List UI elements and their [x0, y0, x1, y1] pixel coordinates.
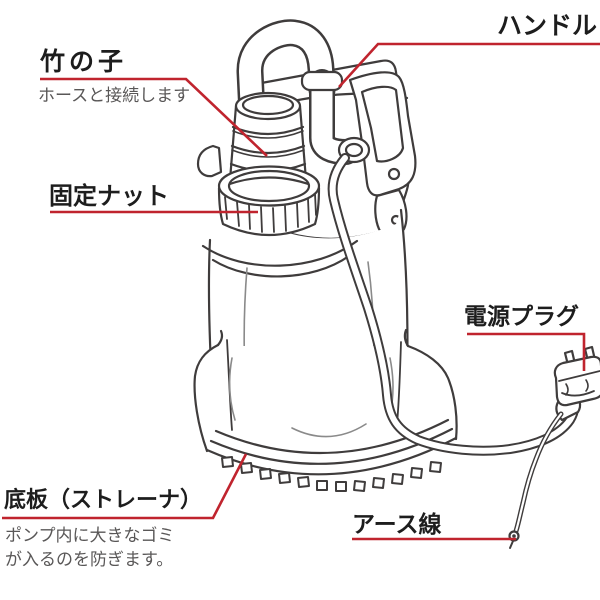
power-plug: [553, 345, 600, 422]
label-handle: ハンドル: [497, 12, 598, 40]
label-hose-fitting: 竹の子: [40, 48, 128, 76]
label-hose-fitting-note: ホースと接続します: [38, 86, 191, 105]
label-fixing-nut: 固定ナット: [49, 183, 169, 210]
nut-knurls: [224, 193, 317, 233]
leader-handle: [338, 42, 600, 88]
handle-bracket: [348, 71, 417, 238]
fixing-nut: [217, 165, 321, 237]
label-earth-wire: アース線: [352, 511, 442, 537]
hose-loop: [236, 19, 336, 148]
strainer-base: [193, 328, 458, 492]
power-cable: [327, 153, 580, 456]
label-power-plug: 電源プラグ: [464, 303, 579, 329]
strainer-teeth: [221, 456, 442, 492]
leader-bottom-plate: [2, 453, 248, 520]
label-bottom-plate-note1: ポンプ内に大きなゴミ: [5, 526, 175, 545]
label-bottom-plate: 底板（ストレーナ）: [4, 487, 203, 512]
leader-power-plug: [467, 332, 586, 371]
leader-hose-fitting: [40, 77, 268, 157]
label-bottom-plate-note2: が入るのを防ぎます。: [5, 550, 174, 569]
discharge-pipe: [300, 69, 371, 165]
side-clip: [196, 144, 223, 178]
